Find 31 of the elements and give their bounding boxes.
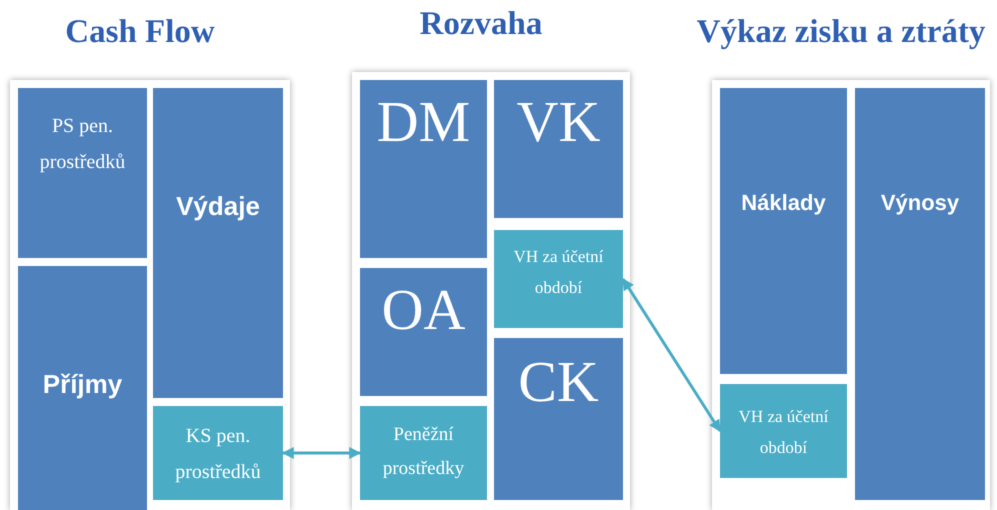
block-label: DM: [376, 90, 470, 154]
account-block: [153, 88, 283, 398]
account-block: [18, 266, 147, 510]
block-label: Peněžní prostředky: [382, 423, 466, 482]
account-block: [494, 338, 623, 500]
block-label: VK: [516, 90, 600, 154]
highlight-block: [153, 406, 283, 500]
panel-heading: Výkaz zisku a ztráty: [696, 14, 986, 51]
highlight-block: [720, 384, 847, 478]
account-block: [720, 88, 847, 374]
account-block: [360, 268, 487, 396]
block-label: KS pen. prostředků: [174, 424, 262, 485]
block-label: Náklady: [741, 189, 826, 217]
block-label: Výdaje: [176, 190, 260, 223]
account-block: [855, 88, 985, 500]
account-block: [360, 80, 487, 258]
highlight-block: [360, 406, 487, 500]
block-label: Příjmy: [42, 368, 122, 401]
double-arrow: [622, 278, 722, 432]
highlight-block: [494, 230, 623, 328]
block-label: Výnosy: [880, 189, 960, 217]
panel-heading: Rozvaha: [418, 6, 544, 43]
block-label: PS pen. prostředků: [38, 114, 126, 175]
block-label: VH za účetní období: [512, 246, 604, 299]
panel-heading: Cash Flow: [64, 14, 216, 51]
block-label: OA: [382, 278, 466, 342]
block-label: VH za účetní období: [738, 406, 830, 459]
account-block: [18, 88, 147, 258]
double-arrow: [282, 447, 362, 459]
account-block: [494, 80, 623, 218]
block-label: CK: [518, 350, 599, 414]
